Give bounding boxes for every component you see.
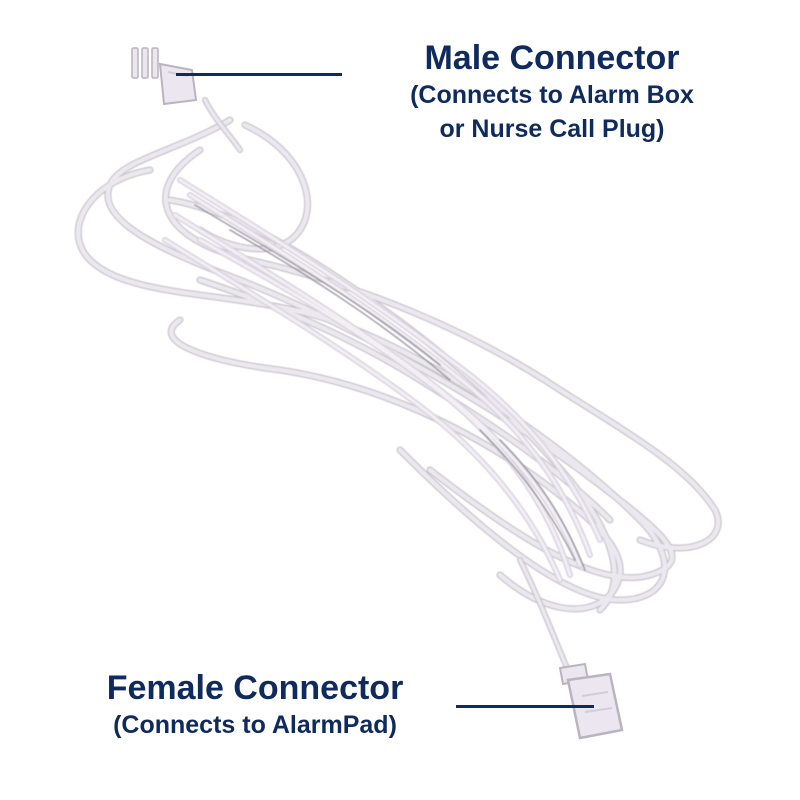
male-connector-leader-line — [176, 73, 342, 76]
female-connector-callout: Female Connector (Connects to AlarmPad) — [40, 668, 470, 742]
male-connector-description-line2: or Nurse Call Plug) — [439, 115, 665, 143]
male-connector-callout: Male Connector (Connects to Alarm Box or… — [352, 38, 752, 146]
female-connector-leader-line — [456, 705, 594, 708]
male-connector-icon — [131, 47, 198, 106]
male-connector-description-line1: (Connects to Alarm Box — [410, 81, 694, 109]
male-connector-title: Male Connector — [424, 39, 680, 77]
female-connector-description: (Connects to AlarmPad) — [113, 711, 397, 739]
cable-coil — [74, 97, 722, 678]
female-connector-icon — [558, 662, 624, 740]
female-connector-title: Female Connector — [106, 669, 404, 707]
